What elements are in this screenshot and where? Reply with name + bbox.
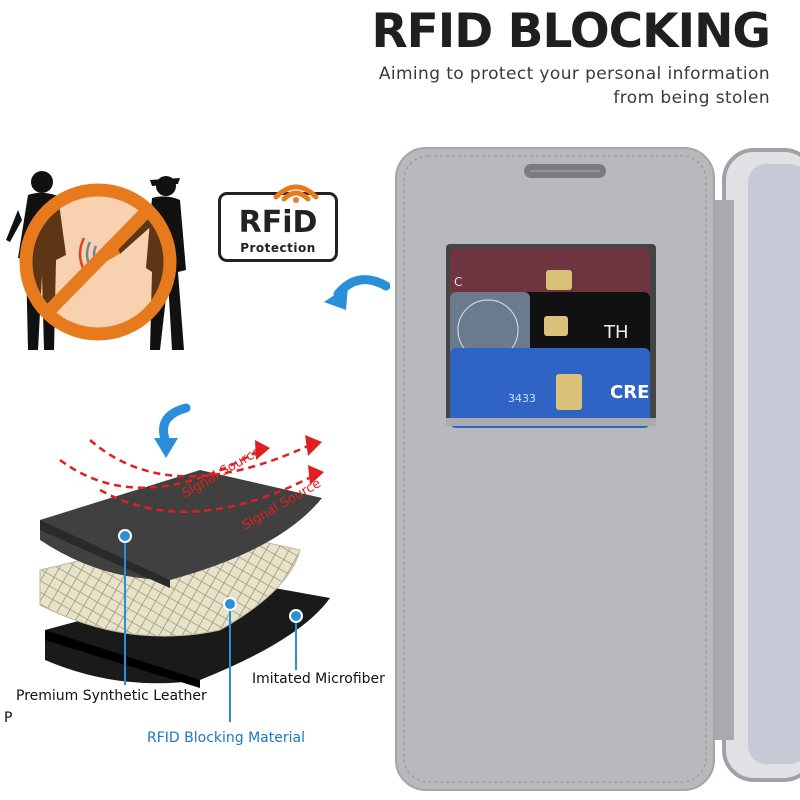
card-blue-number: 3433 bbox=[508, 392, 536, 405]
subheadline-line-2: from being stolen bbox=[613, 88, 770, 108]
leather-layer bbox=[40, 470, 322, 580]
curved-arrow-left-icon bbox=[324, 275, 390, 310]
card-blue-brand: CRE bbox=[610, 382, 649, 403]
pointer-lines bbox=[124, 536, 297, 722]
wallet-phone-case: C TH CRE 3433 bbox=[395, 147, 800, 791]
curved-arrow-down-icon bbox=[154, 403, 191, 458]
subheadline-line-1: Aiming to protect your personal informat… bbox=[378, 64, 770, 84]
card-maroon-text: C bbox=[454, 275, 462, 289]
label-premium-synthetic-leather: Premium Synthetic Leather bbox=[16, 688, 207, 704]
edge-fragment-text: P bbox=[4, 710, 13, 726]
skimming-prohibited-illustration bbox=[6, 171, 186, 350]
label-rfid-blocking-material: RFID Blocking Material bbox=[147, 730, 305, 746]
badge-subtitle: Protection bbox=[240, 241, 316, 255]
pointer-dots bbox=[118, 529, 303, 623]
phone-screen bbox=[748, 164, 800, 764]
wifi-signal-icon bbox=[273, 184, 319, 203]
subheadline: Aiming to protect your personal informat… bbox=[310, 62, 770, 110]
signal-arrowheads bbox=[255, 435, 324, 485]
card-blue: CRE 3433 bbox=[450, 348, 650, 428]
signal-arrows bbox=[59, 439, 316, 513]
material-layers-diagram: Signal Source Signal Source bbox=[39, 435, 330, 722]
card-black: TH bbox=[450, 292, 650, 362]
headline: RFID BLOCKING bbox=[371, 4, 771, 59]
card-black-text: TH bbox=[603, 322, 629, 343]
label-imitated-microfiber: Imitated Microfiber bbox=[252, 671, 385, 687]
badge-title: RFiD bbox=[238, 205, 318, 240]
prohibition-sign-icon bbox=[19, 183, 177, 341]
rfid-protection-badge: RFiD Protection bbox=[218, 184, 338, 262]
